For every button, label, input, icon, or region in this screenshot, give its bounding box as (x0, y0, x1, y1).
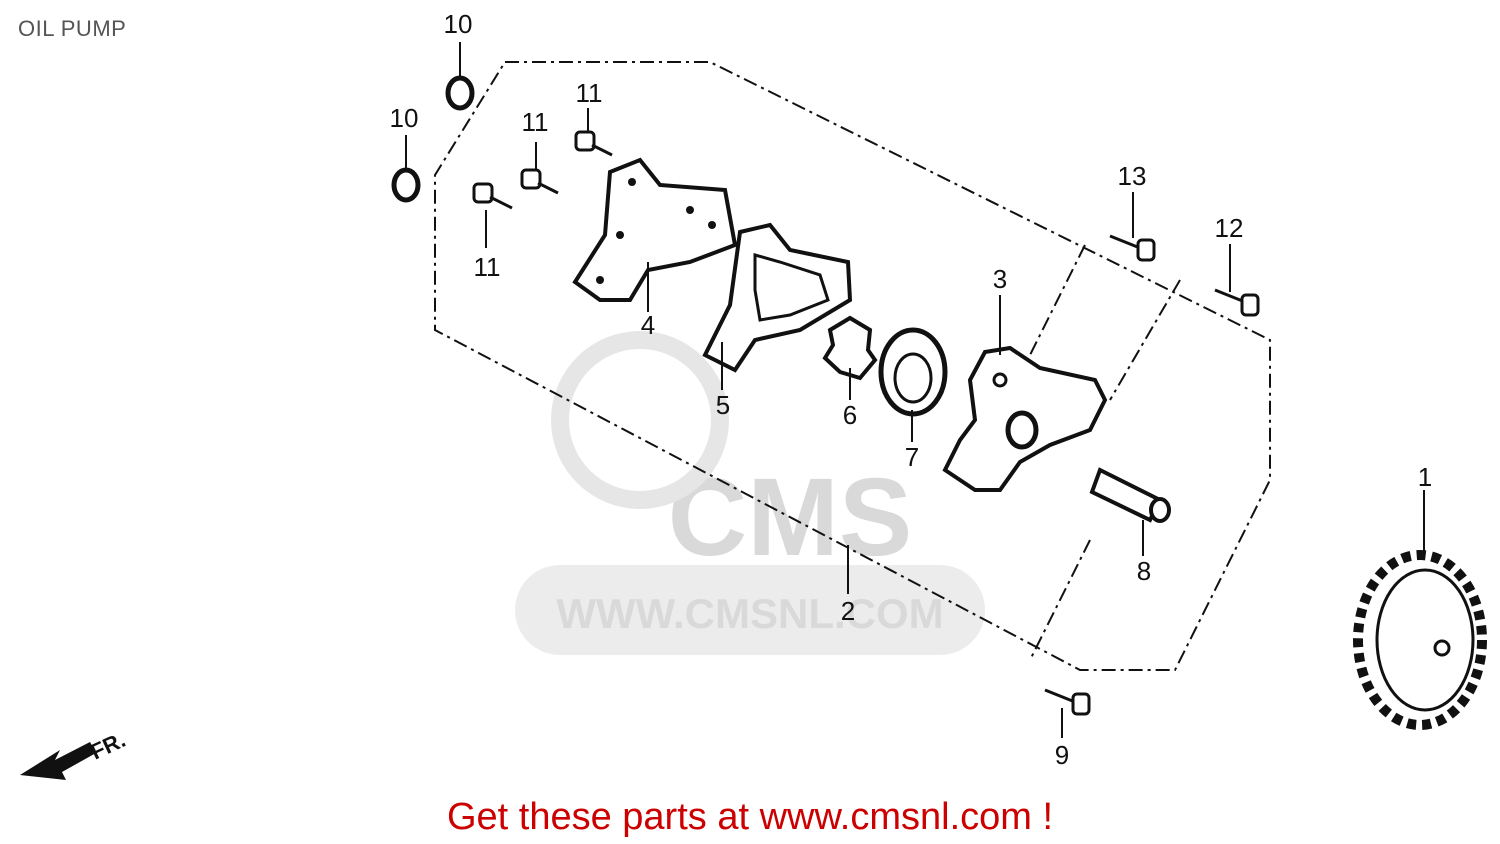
exploded-diagram: WWW.CMSNL.COM CMS (20, 9, 1487, 780)
callout-7: 7 (905, 442, 919, 472)
pump-body-3-bore (1005, 410, 1039, 450)
washer-10-upper-icon (445, 75, 475, 111)
washer-10-lower-icon (391, 167, 421, 203)
callout-13: 13 (1118, 161, 1147, 191)
bolt-11b-icon (520, 168, 542, 190)
watermark: WWW.CMSNL.COM CMS (515, 331, 985, 655)
callout-11-middle: 11 (522, 107, 549, 137)
callout-6: 6 (843, 400, 857, 430)
callout-11-bottom: 11 (474, 252, 501, 282)
boundary-line-12 (1109, 279, 1181, 401)
assembly-boundary (434, 61, 1271, 671)
cover-plate-4-holes (596, 178, 716, 284)
pin-8-icon (1089, 467, 1171, 523)
callout-3: 3 (993, 264, 1007, 294)
bolt-11c-shaft (489, 195, 513, 210)
callout-10-upper: 10 (444, 9, 473, 39)
callout-1: 1 (1418, 462, 1432, 492)
callout-2: 2 (841, 596, 855, 626)
callout-labels: 10 10 11 11 11 13 12 4 5 6 7 3 8 2 9 1 (390, 9, 1433, 770)
callout-5: 5 (716, 390, 730, 420)
inner-rotor-6-icon (822, 315, 878, 381)
cover-plate-4-icon (572, 157, 738, 302)
sprocket-1-icon (1353, 550, 1487, 730)
boundary-line-13 (1029, 244, 1086, 356)
page-title: OIL PUMP (18, 16, 127, 41)
callout-9: 9 (1055, 740, 1069, 770)
watermark-banner (515, 565, 985, 655)
callout-10-lower: 10 (390, 103, 419, 133)
parts-link[interactable]: Get these parts at www.cmsnl.com ! (446, 796, 1054, 838)
callout-11-top: 11 (576, 78, 603, 108)
bolt-11a-shaft (591, 143, 613, 157)
callout-4: 4 (641, 310, 655, 340)
pump-body-3-icon (942, 345, 1108, 492)
screw-12-icon (1214, 288, 1260, 317)
callout-12: 12 (1215, 213, 1244, 243)
front-label: FR. (87, 727, 130, 765)
leader-lines (405, 42, 1425, 738)
watermark-logo-icon (551, 331, 729, 509)
watermark-url: WWW.CMSNL.COM (556, 590, 943, 637)
callout-8: 8 (1137, 556, 1151, 586)
screw-9-icon (1044, 688, 1091, 716)
gasket-5-inner (753, 253, 830, 322)
screw-13-icon (1109, 234, 1156, 262)
outer-rotor-7-inner (893, 352, 933, 404)
boundary-line-9 (1029, 539, 1091, 661)
gasket-5-icon (702, 222, 853, 373)
bolt-11c-icon (472, 182, 494, 204)
boundary-outline (434, 61, 1271, 671)
bolt-11-group (472, 130, 613, 210)
bolt-11b-shaft (537, 181, 559, 195)
bolt-11a-icon (574, 130, 596, 152)
pump-body-3-hole (992, 372, 1008, 388)
front-arrow-icon: FR. (20, 727, 129, 780)
